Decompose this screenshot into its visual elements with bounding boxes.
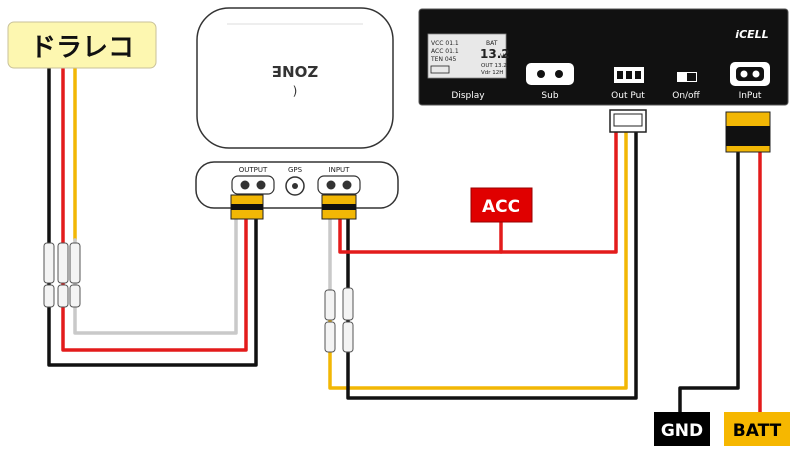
splice-connector-8 — [342, 287, 354, 321]
acc-label: ACC — [482, 197, 520, 217]
splice-connector-1 — [43, 242, 55, 284]
icell-label-display: Display — [451, 91, 485, 101]
icell-display — [427, 33, 507, 79]
zone-device-front: OUTPUT GPS INPUT — [195, 161, 399, 209]
splice-connector-2 — [57, 242, 69, 284]
gps-port-inner — [292, 183, 298, 189]
icell-output-plug-inner — [613, 113, 643, 127]
input-port-frame — [317, 175, 361, 195]
dashcam-label: ドラレコ — [30, 33, 134, 63]
splice-connector-5 — [57, 284, 69, 308]
zone-brand-text: ZONE — [272, 62, 318, 80]
input-port-inner — [736, 67, 764, 81]
output-port-frame — [231, 175, 275, 195]
input-port-pin-2 — [342, 180, 352, 190]
splice-connector-6 — [69, 284, 81, 308]
dashcam-box: ドラレコ — [7, 21, 157, 69]
display-line-2: ACC 01.1 — [431, 48, 459, 55]
display-big-unit: V — [500, 53, 505, 60]
icell-label-switch: On/off — [672, 91, 700, 101]
splice-connector-7 — [324, 289, 336, 321]
acc-tag: ACC — [470, 187, 533, 223]
output-port-pin-1 — [240, 180, 250, 190]
dashcam-red-wire — [61, 66, 248, 352]
icell-brand: iCELL — [735, 28, 768, 41]
icell-label-sub: Sub — [541, 91, 558, 101]
sub-port — [526, 63, 574, 85]
batt-label: BATT — [733, 421, 782, 441]
gnd-label: GND — [661, 421, 703, 441]
display-big-value: 13.2 — [480, 47, 510, 61]
dashcam-black-wire — [47, 66, 258, 367]
dashcam-gray-wire — [73, 216, 238, 335]
batt-tag: BATT — [724, 412, 790, 446]
zone-input-plug-band — [322, 204, 356, 210]
gnd-wire — [678, 151, 740, 414]
display-out-line: OUT 13.2 — [481, 63, 507, 69]
input-port-label: INPUT — [329, 166, 351, 174]
input-red-wire — [338, 130, 618, 254]
outport-pin-2 — [626, 71, 632, 79]
display-bottom-line: Vdr 12H — [481, 70, 503, 76]
icell-unit: VCC 01.1 ACC 01.1 TEN 045 BAT 13.2 V OUT… — [418, 8, 789, 106]
icell-label-output: Out Put — [611, 91, 645, 101]
display-top-right: BAT — [486, 40, 498, 47]
wifi-icon: ) — [293, 84, 298, 98]
gps-port-label: GPS — [288, 166, 303, 174]
zone-device-top: ZONE ) — [196, 7, 394, 149]
output-port-label: OUTPUT — [239, 166, 268, 174]
wires — [47, 66, 762, 414]
splice-connectors — [43, 242, 354, 353]
splice-connector-9 — [324, 321, 336, 353]
sub-port-pin-2 — [555, 70, 563, 78]
input-port-pin-a — [740, 70, 748, 78]
gnd-tag: GND — [654, 412, 710, 446]
display-battery-icon — [430, 65, 450, 74]
sub-port-pin-1 — [537, 70, 545, 78]
splice-connector-10 — [342, 321, 354, 353]
display-line-3: TEN 045 — [430, 56, 456, 63]
splice-connector-3 — [69, 242, 81, 284]
icell-input-plug-band — [726, 126, 770, 146]
icell-label-input: InPut — [739, 91, 762, 101]
icell-plugs — [609, 109, 771, 153]
output-port-pin-2 — [256, 180, 266, 190]
input-port-pin-1 — [326, 180, 336, 190]
outport-pin-3 — [635, 71, 641, 79]
display-line-1: VCC 01.1 — [431, 40, 459, 47]
input-port-pin-b — [752, 70, 760, 78]
zone-output-plug-band — [231, 204, 263, 210]
power-switch-knob — [687, 73, 696, 81]
splice-connector-4 — [43, 284, 55, 308]
zone-plugs — [230, 194, 357, 220]
outport-pin-1 — [617, 71, 623, 79]
